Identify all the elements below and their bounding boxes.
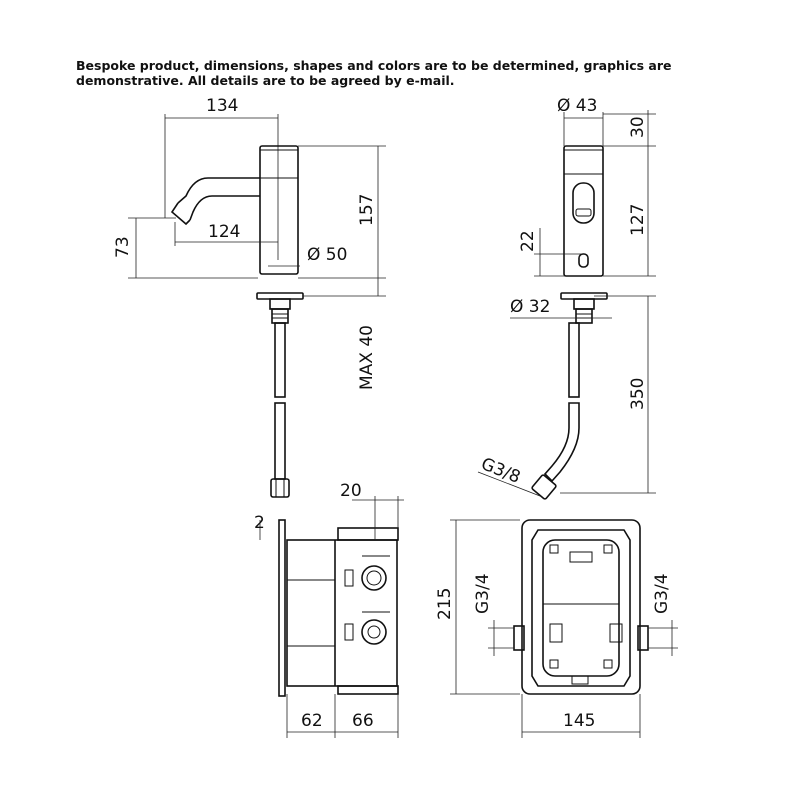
- dim-g34-right-label: G3/4: [652, 573, 672, 614]
- dim-22-label: 22: [518, 230, 538, 252]
- dim-157-label: 157: [357, 194, 377, 226]
- faucet-front-view: Ø 43 30 127 22: [477, 96, 656, 500]
- dim-max-40-label: MAX 40: [357, 325, 377, 390]
- dim-66-label: 66: [352, 711, 374, 731]
- dim-30-label: 30: [628, 116, 648, 138]
- disclaimer-line-2: demonstrative. All details are to be agr…: [76, 73, 455, 88]
- dim-73-label: 73: [113, 236, 133, 258]
- disclaimer-line-1: Bespoke product, dimensions, shapes and …: [76, 58, 672, 73]
- box-side-view: 2 20 62: [254, 481, 404, 738]
- dim-62-label: 62: [301, 711, 323, 731]
- disclaimer-note: Bespoke product, dimensions, shapes and …: [76, 58, 716, 88]
- dim-g38-label: G3/8: [478, 454, 523, 488]
- dim-diameter-50-label: Ø 50: [307, 245, 347, 265]
- dim-g34-left-label: G3/4: [473, 573, 493, 614]
- dim-215-label: 215: [435, 588, 455, 620]
- dim-350-label: 350: [628, 378, 648, 410]
- dim-2-label: 2: [254, 513, 265, 533]
- dim-diameter-43-label: Ø 43: [557, 96, 597, 116]
- dim-20-label: 20: [340, 481, 362, 501]
- dim-145-label: 145: [563, 711, 595, 731]
- dim-124-label: 124: [208, 222, 240, 242]
- faucet-side-view: 134 124 73 157 Ø: [113, 96, 386, 498]
- dim-134-label: 134: [206, 96, 238, 116]
- dim-diameter-32-label: Ø 32: [510, 297, 550, 317]
- box-front-view: 215 G3/4 G3/4 145: [435, 519, 678, 738]
- dim-127-label: 127: [628, 204, 648, 236]
